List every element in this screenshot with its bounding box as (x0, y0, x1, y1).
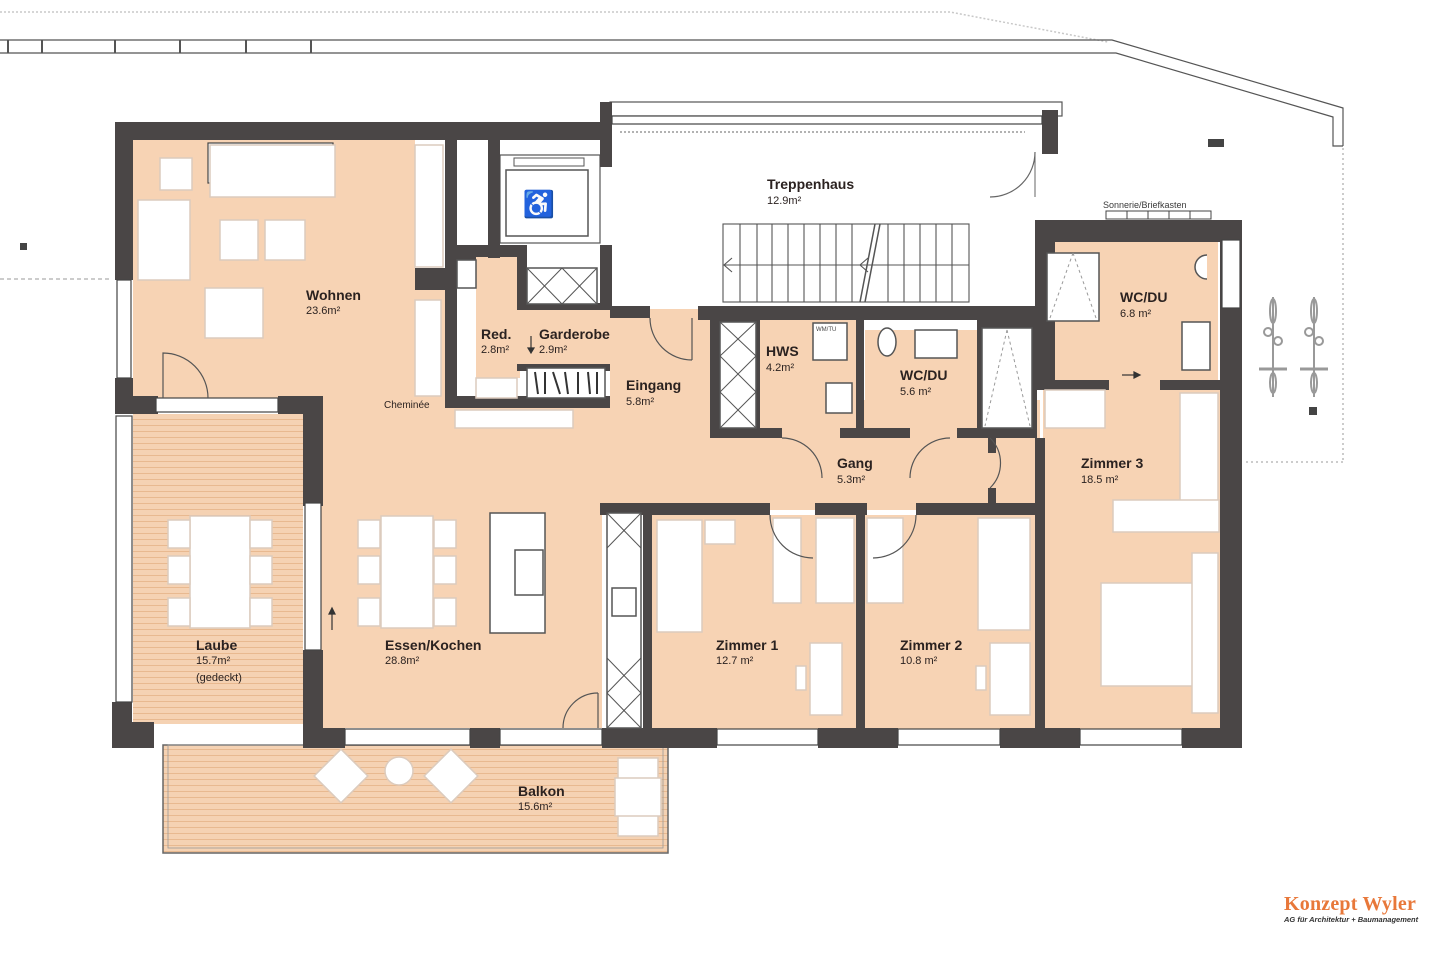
svg-text:10.8 m²: 10.8 m² (900, 655, 938, 667)
svg-text:6.8 m²: 6.8 m² (1120, 308, 1152, 320)
sonnerie-label: Sonnerie/Briefkasten (1103, 200, 1187, 210)
svg-text:2.9m²: 2.9m² (539, 344, 567, 356)
logo-name: Konzept Wyler (1284, 893, 1417, 915)
svg-text:15.7m²: 15.7m² (196, 655, 231, 667)
washer-label: WM/TU (816, 327, 836, 333)
svg-text:12.7 m²: 12.7 m² (716, 655, 754, 667)
room-label-zimmer-1: Zimmer 1 12.7 m² (716, 637, 778, 667)
svg-text:Garderobe: Garderobe (539, 326, 610, 342)
logo-subtitle: AG für Architektur + Baumanagement (1284, 915, 1419, 924)
svg-text:5.6 m²: 5.6 m² (900, 386, 932, 398)
room-label-garderobe: Garderobe 2.9m² (539, 326, 610, 356)
svg-text:Zimmer 1: Zimmer 1 (716, 637, 778, 653)
svg-text:Zimmer 2: Zimmer 2 (900, 637, 962, 653)
svg-text:Eingang: Eingang (626, 377, 681, 393)
svg-text:Treppenhaus: Treppenhaus (767, 176, 854, 192)
svg-text:Red.: Red. (481, 326, 511, 342)
svg-text:15.6m²: 15.6m² (518, 801, 553, 813)
room-label-wcdu-2: WC/DU 6.8 m² (1120, 289, 1167, 320)
svg-text:2.8m²: 2.8m² (481, 344, 509, 356)
svg-text:4.2m²: 4.2m² (766, 362, 794, 374)
elevator: ♿ (499, 154, 601, 244)
site-marker-west (20, 243, 27, 250)
cheminee-label: Cheminée (384, 400, 430, 411)
svg-text:Balkon: Balkon (518, 783, 565, 799)
bicycle-parking-icon (1259, 297, 1328, 397)
room-label-zimmer-2: Zimmer 2 10.8 m² (900, 637, 962, 667)
svg-text:HWS: HWS (766, 343, 799, 359)
svg-text:Laube: Laube (196, 637, 237, 653)
walls (112, 102, 1242, 748)
door-swings (162, 317, 1002, 729)
room-label-essen-kochen: Essen/Kochen 28.8m² (385, 637, 481, 667)
svg-text:WC/DU: WC/DU (1120, 289, 1167, 305)
room-label-treppenhaus: Treppenhaus 12.9m² (767, 176, 854, 207)
room-label-wcdu-1: WC/DU 5.6 m² (900, 367, 947, 398)
svg-text:18.5 m²: 18.5 m² (1081, 474, 1119, 486)
room-label-hws: HWS 4.2m² (766, 343, 799, 374)
doorbell-mailbox (1105, 210, 1212, 220)
furniture (137, 144, 1220, 837)
svg-text:23.6m²: 23.6m² (306, 305, 341, 317)
room-label-wohnen: Wohnen 23.6m² (306, 287, 361, 317)
wheelchair-icon: ♿ (523, 189, 555, 219)
room-label-reduit: Red. 2.8m² (481, 326, 511, 356)
cabinet-crosses (526, 252, 1097, 729)
svg-text:Essen/Kochen: Essen/Kochen (385, 637, 481, 653)
treppenhaus-area: ♿ (499, 101, 1063, 309)
svg-text:5.3m²: 5.3m² (837, 474, 865, 486)
svg-text:Wohnen: Wohnen (306, 287, 361, 303)
room-label-laube: Laube 15.7m² (gedeckt) (196, 637, 242, 684)
balkon-deck (162, 744, 669, 854)
room-label-gang: Gang 5.3m² (837, 455, 873, 486)
room-label-eingang: Eingang 5.8m² (626, 377, 681, 408)
svg-text:(gedeckt): (gedeckt) (196, 672, 242, 684)
svg-text:12.9m²: 12.9m² (767, 195, 802, 207)
staircase-icon (722, 223, 970, 303)
svg-text:5.8m²: 5.8m² (626, 396, 654, 408)
svg-text:Gang: Gang (837, 455, 873, 471)
architect-logo: Konzept Wyler AG für Architektur + Bauma… (1284, 893, 1440, 924)
svg-text:Zimmer 3: Zimmer 3 (1081, 455, 1143, 471)
direction-arrows (328, 336, 1142, 630)
site-boundary (0, 11, 1344, 463)
site-marker-east (1208, 139, 1224, 147)
svg-text:28.8m²: 28.8m² (385, 655, 420, 667)
site-marker-bike (1309, 407, 1317, 415)
room-label-balkon: Balkon 15.6m² (518, 783, 565, 813)
svg-text:WC/DU: WC/DU (900, 367, 947, 383)
room-label-zimmer-3: Zimmer 3 18.5 m² (1081, 455, 1143, 486)
door-swing (989, 151, 1036, 198)
